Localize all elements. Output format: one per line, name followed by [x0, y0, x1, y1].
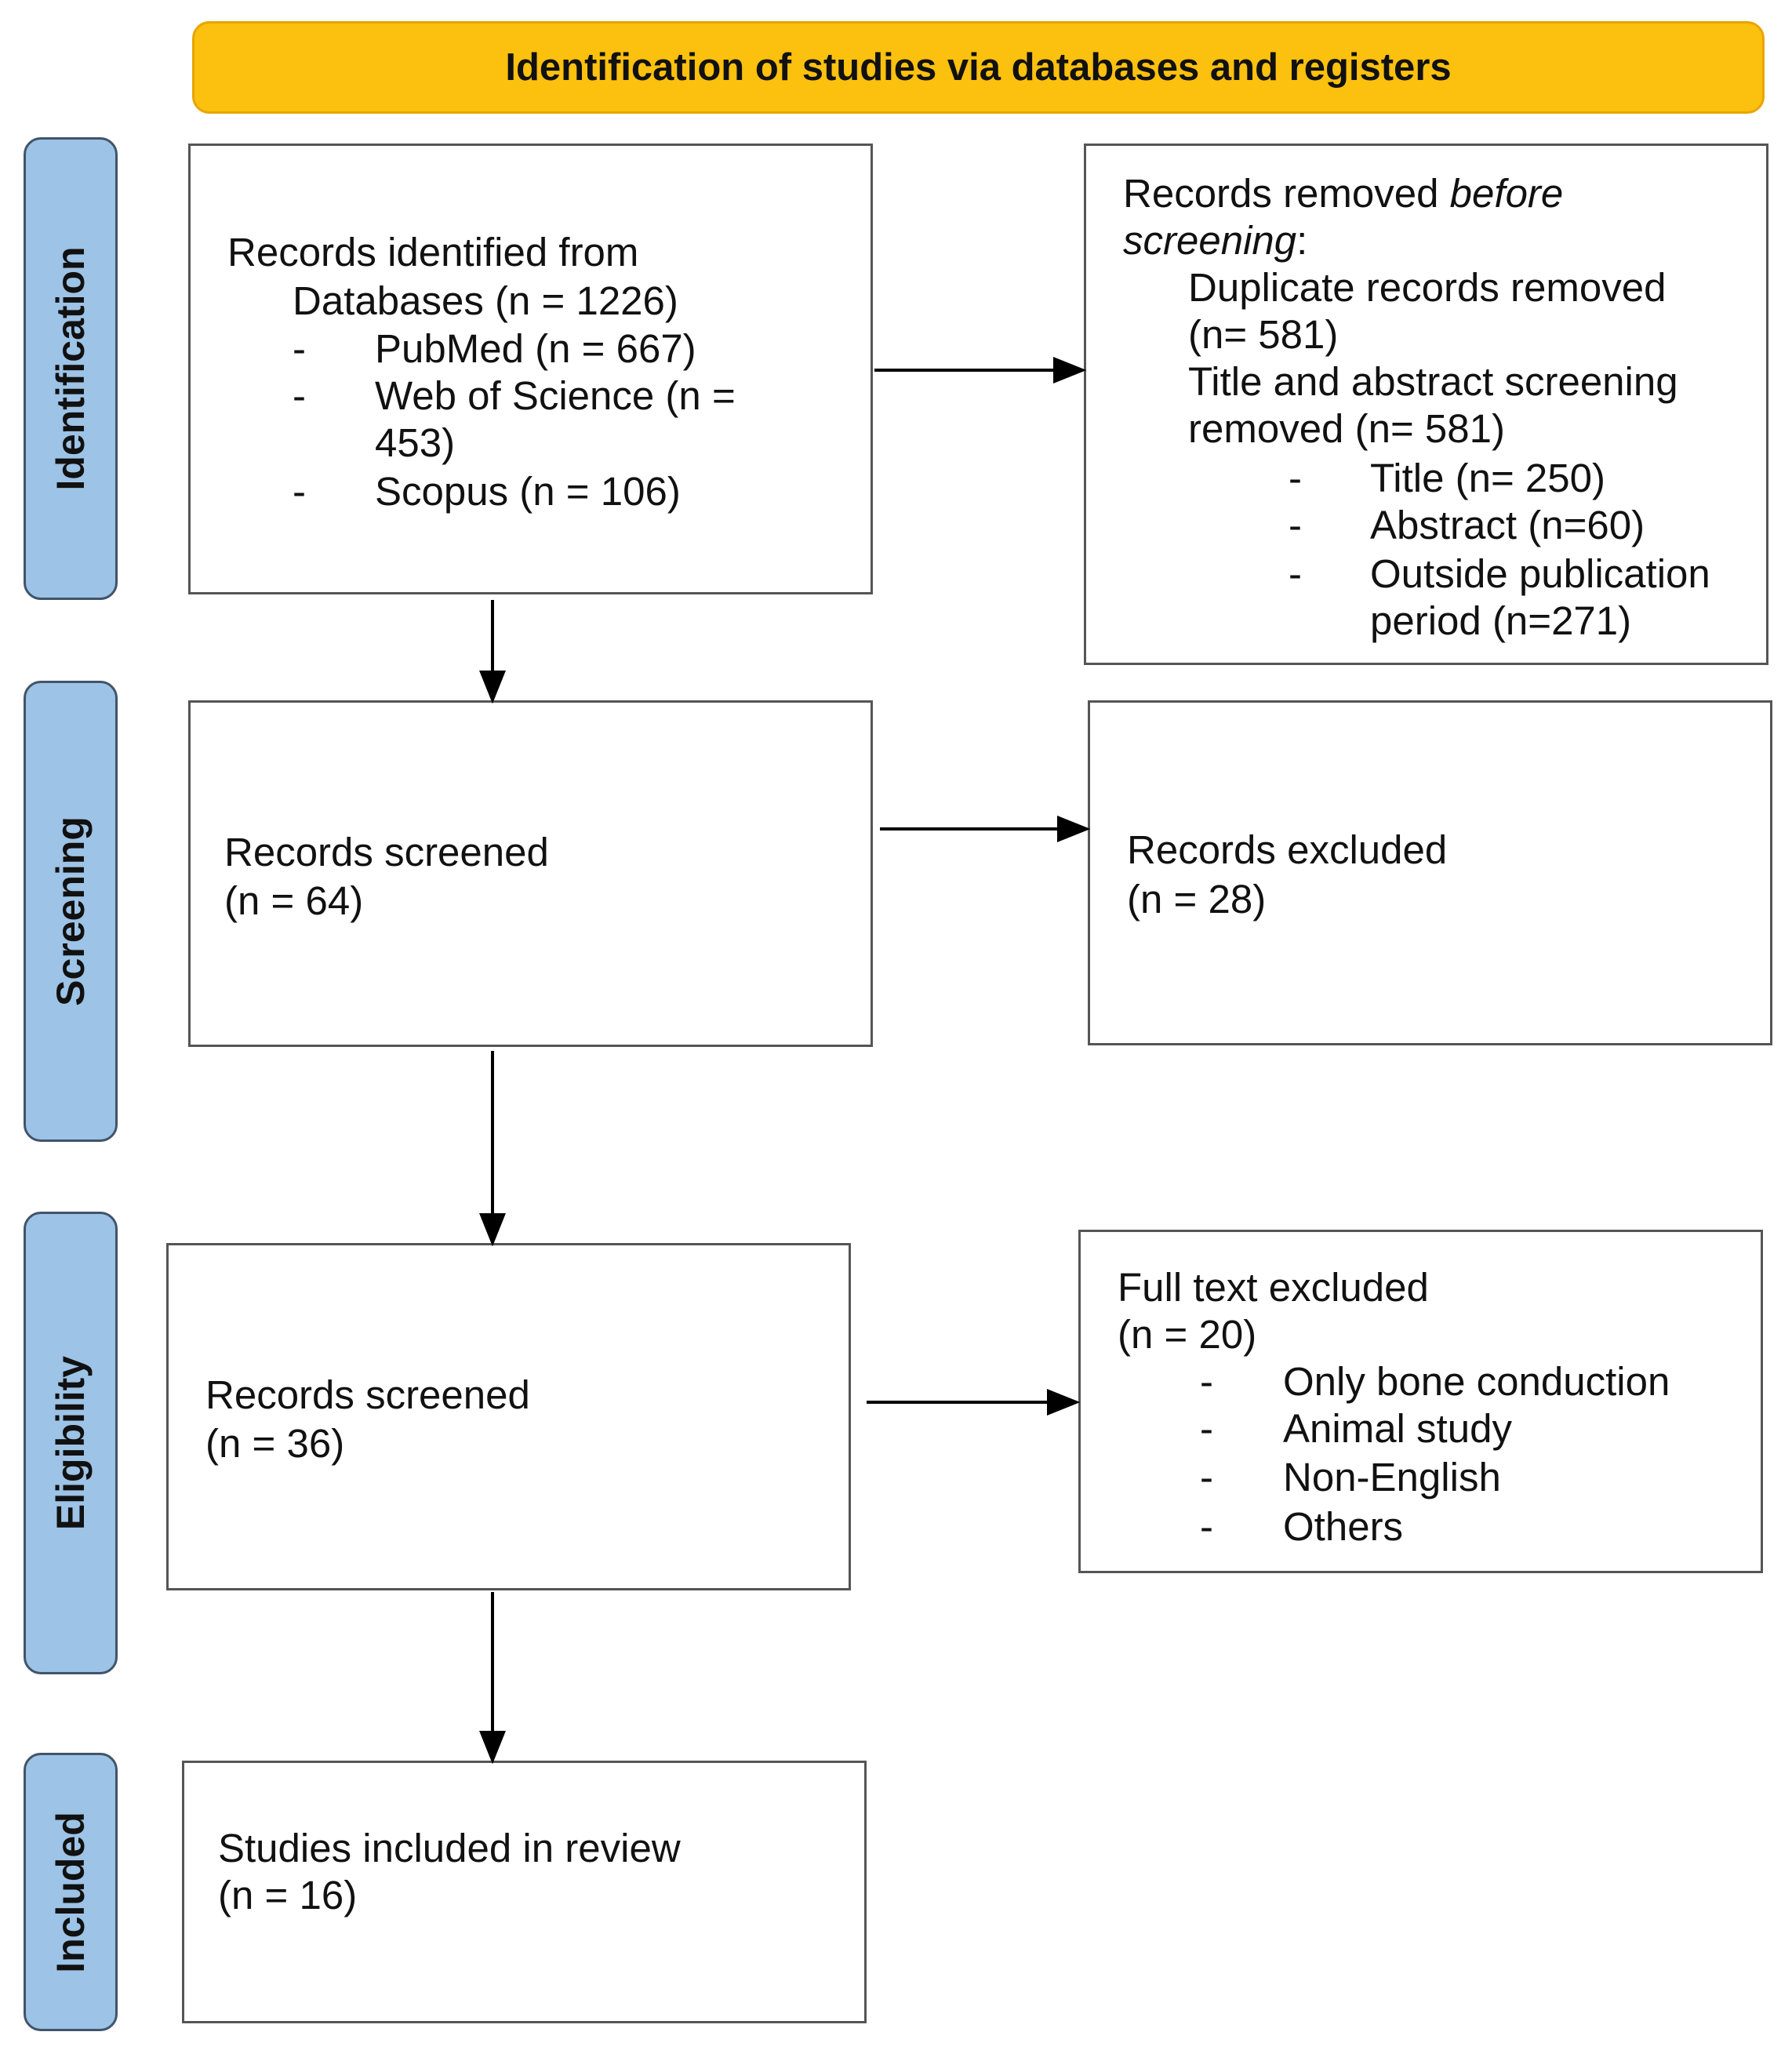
studies-included-box: Studies included in review (n = 16): [182, 1761, 867, 2023]
removed-duplicate-1: Duplicate records removed: [1188, 265, 1667, 310]
removed-dash-abstract: -: [1289, 503, 1302, 547]
identified-line1: Records identified from: [227, 230, 639, 274]
identified-scopus: Scopus (n = 106): [375, 469, 681, 514]
fulltext-dash-bone: -: [1200, 1359, 1213, 1404]
records-identified-box: Records identified from Databases (n = 1…: [188, 144, 873, 594]
eligible-line1: Records screened: [205, 1372, 530, 1417]
included-line1: Studies included in review: [218, 1826, 681, 1870]
identified-databases: Databases (n = 1226): [293, 278, 678, 323]
removed-dash-title: -: [1289, 456, 1302, 500]
fulltext-dash-nonenglish: -: [1200, 1455, 1213, 1499]
removed-tas-2: removed (n= 581): [1188, 406, 1505, 451]
removed-title: Title (n= 250): [1370, 456, 1605, 500]
removed-duplicate-2: (n= 581): [1188, 312, 1339, 357]
arrow-assessed-to-fulltext: [867, 1389, 1081, 1416]
removed-abstract: Abstract (n=60): [1370, 503, 1645, 547]
removed-tas-1: Title and abstract screening: [1188, 359, 1678, 404]
records-assessed-box: Records screened (n = 36): [166, 1243, 851, 1590]
removed-line2-colon: :: [1296, 218, 1308, 263]
records-screened-box: Records screened (n = 64): [188, 700, 873, 1047]
fulltext-dash-animal: -: [1200, 1406, 1213, 1451]
fulltext-animal: Animal study: [1283, 1406, 1512, 1451]
fulltext-excluded-box: Full text excluded (n = 20) - Only bone …: [1078, 1230, 1763, 1573]
fulltext-line1: Full text excluded: [1118, 1265, 1429, 1310]
removed-line2-italic: screening: [1123, 218, 1297, 263]
excluded-line1: Records excluded: [1127, 827, 1448, 872]
fulltext-line2: (n = 20): [1118, 1312, 1257, 1357]
screened-line1: Records screened: [224, 830, 549, 874]
removed-outside-1: Outside publication: [1370, 551, 1710, 596]
identified-wos-1: Web of Science (n =: [375, 373, 736, 418]
removed-line1: Records removed before: [1123, 169, 1563, 217]
removed-dash-outside: -: [1289, 551, 1302, 596]
removed-line1-text: Records removed: [1123, 171, 1450, 216]
fulltext-others: Others: [1283, 1504, 1404, 1549]
arrow-assessed-to-included: [479, 1592, 506, 1765]
header-title: Identification of studies via databases …: [505, 46, 1452, 89]
stage-eligibility: Eligibility: [24, 1212, 118, 1674]
identified-dash-scopus: -: [293, 469, 306, 514]
header-banner: Identification of studies via databases …: [192, 21, 1765, 114]
records-removed-box: Records removed before screening: Duplic…: [1084, 144, 1768, 665]
eligible-line2: (n = 36): [205, 1421, 345, 1466]
screened-line2: (n = 64): [224, 878, 364, 923]
arrow-screened-to-assessed: [479, 1051, 506, 1247]
identified-dash-wos: -: [293, 373, 306, 418]
identified-dash-pubmed: -: [293, 326, 306, 371]
stage-included: Included: [24, 1753, 118, 2031]
removed-outside-2: period (n=271): [1370, 598, 1632, 643]
included-line2: (n = 16): [218, 1873, 358, 1917]
arrow-identified-to-screened: [479, 600, 506, 704]
stage-screening: Screening: [24, 681, 118, 1142]
stage-identification: Identification: [24, 137, 118, 600]
excluded-line2: (n = 28): [1127, 877, 1267, 921]
identified-wos-2: 453): [375, 420, 456, 465]
removed-line1-italic: before: [1449, 171, 1564, 216]
arrow-screened-to-excluded: [880, 816, 1091, 842]
identified-pubmed: PubMed (n = 667): [375, 326, 696, 371]
removed-line2: screening:: [1123, 216, 1307, 264]
records-excluded-box: Records excluded (n = 28): [1088, 700, 1772, 1045]
fulltext-dash-others: -: [1200, 1504, 1213, 1549]
fulltext-bone: Only bone conduction: [1283, 1359, 1670, 1404]
arrow-identified-to-removed: [874, 357, 1087, 383]
fulltext-nonenglish: Non-English: [1283, 1455, 1501, 1499]
